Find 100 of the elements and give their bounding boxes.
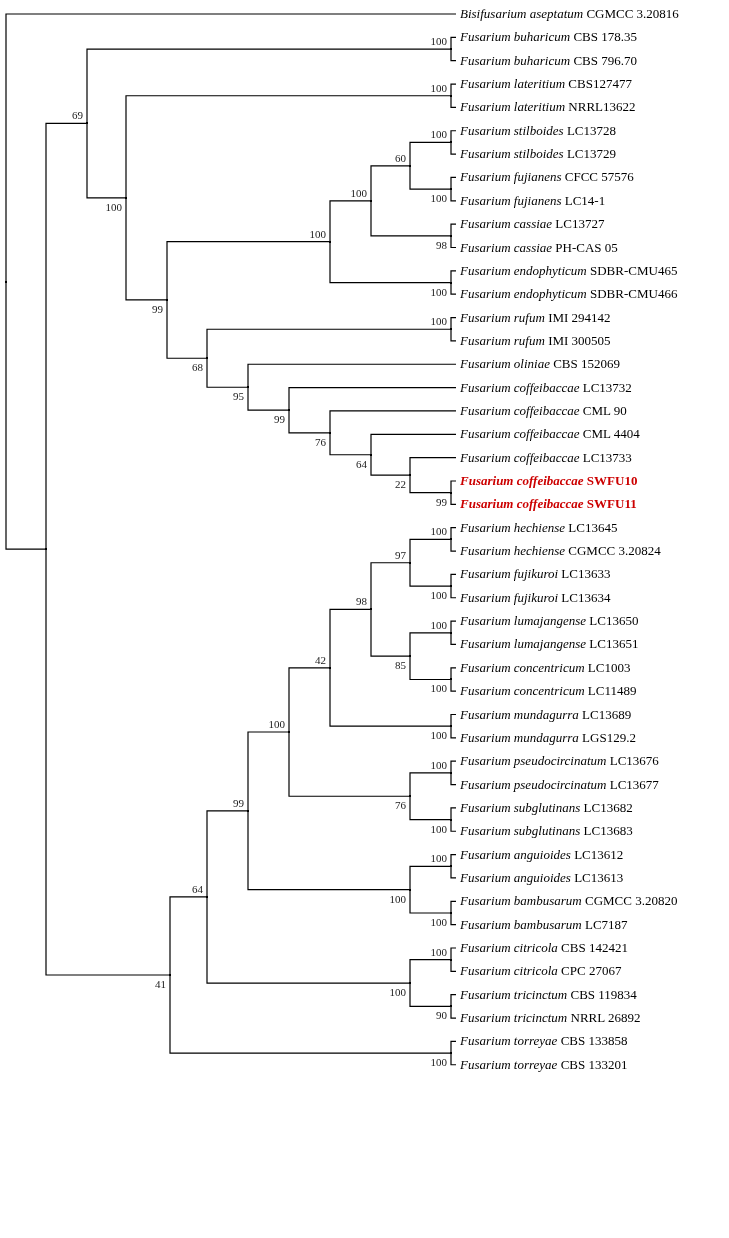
taxon-label: Fusarium bambusarum LC7187 [456, 916, 628, 933]
tree-branch [409, 632, 452, 657]
taxon-label: Fusarium coffeibaccae LC13732 [456, 379, 632, 396]
tree-branch [206, 810, 249, 898]
tree-branch [450, 492, 457, 505]
tree-branch [450, 678, 457, 692]
taxon-label: Fusarium lumajangense LC13650 [456, 613, 639, 630]
tree-branch [450, 176, 457, 190]
bootstrap-value: 100 [388, 892, 406, 905]
bootstrap-value: 42 [314, 653, 326, 666]
tree-branch [450, 1052, 457, 1066]
tree-branch [450, 223, 457, 237]
tree-branch [450, 713, 457, 727]
tree-branch [409, 474, 452, 494]
bootstrap-value: 100 [429, 315, 447, 328]
tree-branch [329, 241, 452, 284]
tree-branch [450, 632, 457, 646]
bootstrap-value: 99 [151, 302, 163, 315]
tree-branch [409, 959, 452, 984]
tree-branch [450, 573, 457, 587]
tree-branch [450, 772, 457, 786]
tree-branch [86, 122, 127, 199]
taxon-label: Fusarium hechiense LC13645 [456, 519, 618, 536]
tree-branch [370, 454, 411, 476]
taxon-label: Fusarium fujianens LC14-1 [456, 192, 606, 209]
tree-branch [329, 200, 372, 243]
tree-branch [288, 731, 411, 797]
taxon-label: Fusarium coffeibaccae SWFU11 [456, 496, 637, 513]
tree-branch [409, 457, 457, 476]
tree-branch [450, 281, 457, 295]
tree-branch [450, 141, 457, 155]
bootstrap-value: 100 [388, 986, 406, 998]
tree-branch [409, 795, 452, 821]
tree-branch [450, 48, 457, 62]
bootstrap-value: 100 [429, 525, 447, 538]
taxon-label: Fusarium anguioides LC13613 [456, 869, 624, 886]
bootstrap-value: 100 [429, 589, 447, 602]
taxon-label: Fusarium concentricum LC1003 [456, 659, 631, 676]
tree-branch [409, 772, 452, 797]
bootstrap-value: 90 [435, 1009, 447, 1022]
tree-branch [206, 328, 452, 359]
tree-branch [247, 731, 290, 812]
tree-branch [450, 316, 457, 330]
taxon-label: Bisifusarium aseptatum CGMCC 3.20816 [456, 6, 679, 22]
tree-branch [169, 896, 208, 976]
bootstrap-value: 100 [349, 186, 367, 199]
bootstrap-value: 69 [71, 109, 83, 122]
taxon-label: Fusarium tricinctum NRRL 26892 [456, 1010, 641, 1027]
tree-branch [288, 387, 457, 411]
bootstrap-value: 100 [429, 852, 447, 865]
taxon-label: Fusarium torreyae CBS 133201 [456, 1056, 628, 1073]
tree-branch [450, 235, 457, 249]
tree-branch [450, 725, 457, 739]
tree-branch [329, 432, 372, 456]
bootstrap-value: 100 [429, 192, 447, 205]
bootstrap-value: 100 [429, 128, 447, 141]
taxon-label: Fusarium cassiae PH-CAS 05 [456, 239, 618, 256]
bootstrap-value: 22 [394, 478, 406, 491]
taxon-label: Fusarium tricinctum CBS 119834 [456, 986, 637, 1003]
taxon-label: Fusarium pseudocircinatum LC13676 [456, 753, 659, 770]
taxon-label: Fusarium fujianens CFCC 57576 [456, 169, 634, 186]
taxon-label: Fusarium fujikuroi LC13634 [456, 589, 611, 606]
tree-branch [450, 865, 457, 879]
tree-branch [5, 13, 457, 283]
tree-branch [370, 165, 411, 202]
bootstrap-value: 100 [429, 1056, 447, 1069]
tree-branch [450, 1005, 457, 1019]
tree-branch [450, 959, 457, 972]
tree-branch [450, 527, 457, 540]
bootstrap-value: 60 [394, 151, 406, 164]
taxon-label: Fusarium coffeibaccae LC13733 [456, 449, 632, 466]
tree-branch [450, 83, 457, 97]
tree-branch [247, 810, 411, 891]
tree-branch [45, 548, 171, 976]
tree-branch [450, 760, 457, 774]
taxon-label: Fusarium lateritium CBS127477 [456, 76, 632, 93]
tree-branch [409, 141, 452, 167]
tree-branch [329, 608, 372, 669]
bootstrap-value: 64 [191, 882, 203, 895]
bootstrap-value: 99 [232, 796, 244, 809]
taxon-label: Fusarium coffeibaccae CML 4404 [456, 426, 640, 443]
tree-branch [169, 974, 452, 1054]
bootstrap-value: 100 [429, 81, 447, 94]
bootstrap-value: 100 [429, 35, 447, 47]
tree-branch [450, 900, 457, 914]
tree-branch [247, 386, 290, 411]
taxon-label: Fusarium coffeibaccae CML 90 [456, 402, 627, 419]
bootstrap-value: 76 [394, 799, 406, 812]
tree-branch [370, 433, 457, 456]
tree-branch [409, 655, 452, 681]
tree-branch [370, 608, 411, 657]
taxon-label: Fusarium rufum IMI 300505 [456, 332, 611, 349]
taxon-label: Fusarium endophyticum SDBR-CMU466 [456, 286, 678, 303]
tree-branch [450, 947, 457, 961]
tree-branch [450, 807, 457, 821]
tree-branch [409, 982, 452, 1007]
bootstrap-value: 100 [267, 718, 285, 730]
tree-branch [450, 95, 457, 108]
tree-branch [125, 197, 168, 301]
tree-branch [450, 36, 457, 50]
